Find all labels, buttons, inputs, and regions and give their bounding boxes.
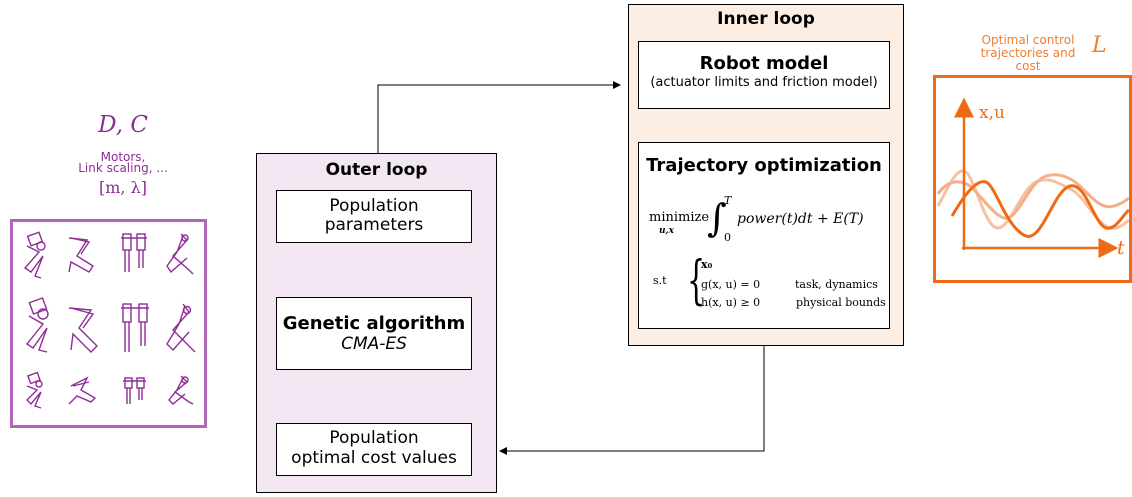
objective-expression: power(t)dt + E(T) bbox=[737, 211, 864, 227]
robot-model-subtitle: (actuator limits and friction model) bbox=[650, 75, 878, 90]
trajectory-plot bbox=[936, 97, 1129, 258]
integral-lower-bound: 0 bbox=[724, 231, 731, 244]
integral-sign-icon: ∫ bbox=[707, 196, 727, 240]
robot-leg-8 bbox=[166, 303, 196, 353]
constraint-initial-state: x₀ bbox=[701, 258, 713, 271]
design-description: Motors, Link scaling, ... bbox=[78, 150, 168, 175]
trajectory-optimization-box bbox=[638, 142, 890, 329]
robot-leg-12 bbox=[168, 375, 194, 405]
constraint-inequality-description: physical bounds bbox=[796, 296, 886, 309]
robot-leg-2 bbox=[68, 237, 94, 273]
robot-model-title: Robot model bbox=[699, 53, 829, 74]
robot-leg-9 bbox=[26, 371, 43, 409]
robot-leg-5 bbox=[25, 297, 49, 353]
robot-legs-grid-icon bbox=[10, 219, 207, 428]
robot-leg-4 bbox=[166, 233, 194, 275]
robot-model-box: Robot model (actuator limits and frictio… bbox=[638, 41, 890, 109]
constraint-equality: g(x, u) = 0 bbox=[701, 278, 761, 291]
trajectory-light-1 bbox=[936, 169, 1129, 230]
trajectory-plot-frame bbox=[933, 75, 1132, 283]
robot-leg-3 bbox=[121, 233, 147, 272]
robot-leg-10 bbox=[68, 376, 97, 405]
trajectory-light-2 bbox=[936, 173, 1129, 220]
trajectory-main bbox=[950, 180, 1129, 238]
minimize-label: minimize bbox=[649, 210, 710, 225]
minimize-variables: u,x bbox=[659, 226, 675, 236]
genetic-algorithm-box: Genetic algorithm CMA-ES bbox=[276, 297, 472, 370]
arrow-inner-to-outer bbox=[499, 346, 765, 455]
robot-leg-1 bbox=[23, 231, 46, 279]
robot-leg-7 bbox=[121, 303, 149, 352]
genetic-algorithm-title: Genetic algorithm bbox=[282, 313, 466, 334]
trajectory-optimization-title: Trajectory optimization bbox=[646, 155, 882, 176]
design-space-label: D, C bbox=[98, 112, 148, 138]
robot-legs-drawing bbox=[23, 231, 196, 409]
robot-leg-6 bbox=[68, 307, 98, 353]
optimal-control-title: Optimal control trajectories and cost bbox=[980, 33, 1076, 73]
y-axis-label: x,u bbox=[979, 103, 1005, 123]
genetic-algorithm-subtitle: CMA-ES bbox=[341, 334, 407, 354]
outer-loop-title: Outer loop bbox=[325, 160, 428, 180]
inner-loop-title: Inner loop bbox=[717, 9, 815, 29]
subject-to-label: s.t bbox=[653, 274, 667, 287]
arrow-outer-to-inner bbox=[377, 81, 621, 153]
robot-leg-11 bbox=[123, 377, 146, 404]
constraint-equality-description: task, dynamics bbox=[795, 278, 878, 291]
population-costs-box: Population optimal cost values bbox=[276, 423, 472, 476]
loss-symbol: L bbox=[1092, 33, 1107, 58]
constraint-inequality: h(x, u) ≥ 0 bbox=[701, 296, 761, 309]
integral-upper-bound: T bbox=[724, 194, 732, 207]
x-axis-label: t bbox=[1117, 237, 1125, 259]
population-parameters-box: Population parameters bbox=[276, 190, 472, 243]
design-params-label: [m, λ] bbox=[99, 178, 147, 197]
left-brace-icon: { bbox=[687, 251, 706, 311]
